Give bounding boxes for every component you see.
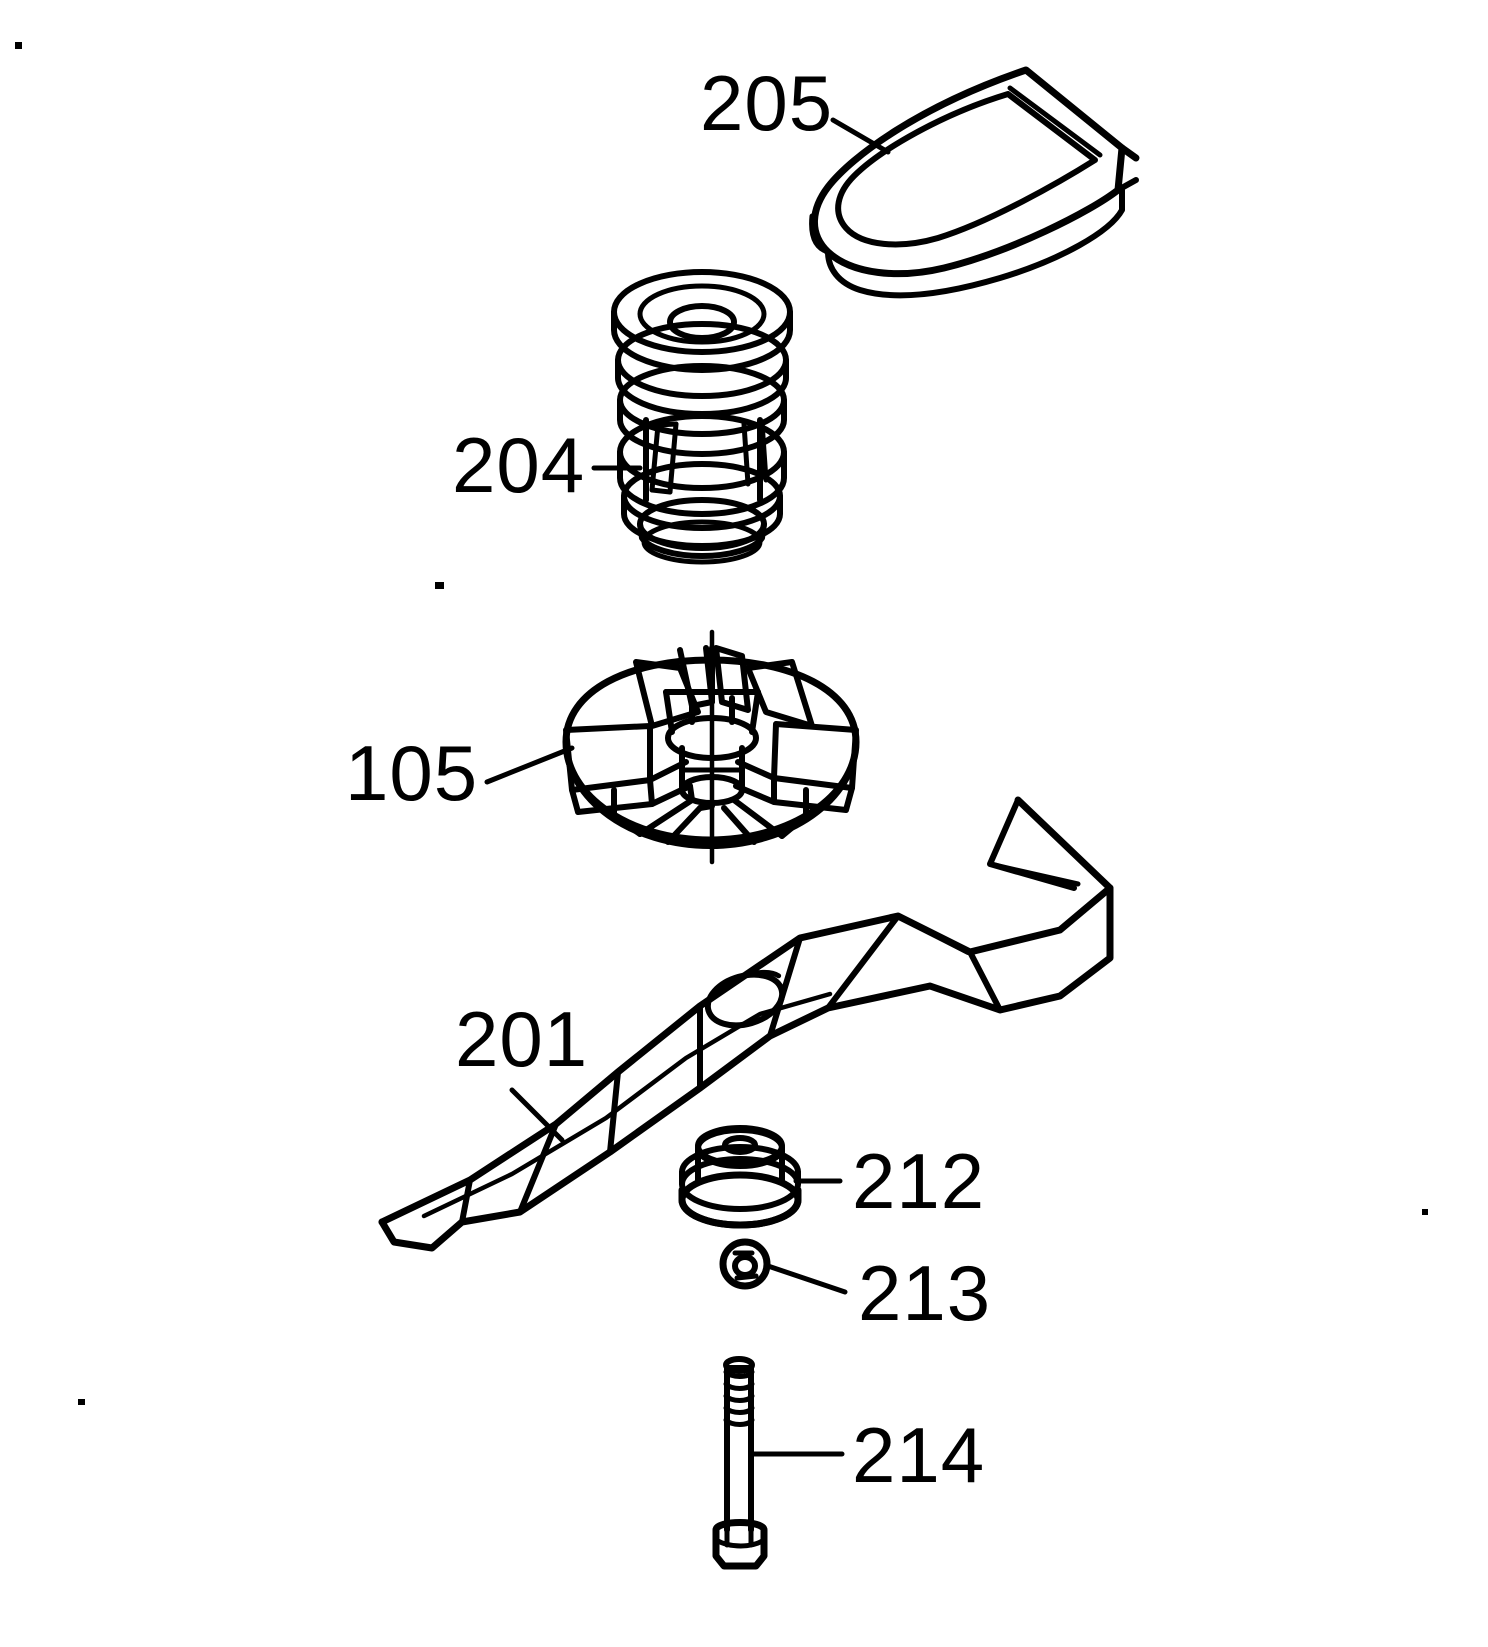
part-204-pulley-spacer (611, 269, 793, 565)
part-201-cutter-blade (378, 796, 1114, 1252)
callout-leader-lines (484, 117, 891, 1457)
callout-label-105: 105 (345, 729, 478, 817)
callout-label-204: 204 (452, 421, 585, 509)
speck-right (1422, 1209, 1428, 1215)
part-205-drive-belt (809, 66, 1140, 299)
part-214-hex-head-bolt (712, 1356, 768, 1570)
callout-numbers: 205 204 105 201 212 213 214 (345, 59, 991, 1499)
leader-201 (509, 1087, 565, 1143)
callout-label-213: 213 (858, 1249, 991, 1337)
callout-label-201: 201 (455, 995, 588, 1083)
scan-artifacts (15, 42, 1428, 1405)
callout-label-205: 205 (700, 59, 833, 147)
part-105-cooling-fan (562, 629, 860, 865)
callout-label-214: 214 (852, 1411, 985, 1499)
leader-213 (765, 1263, 848, 1295)
speck-mid-left (435, 582, 444, 589)
speck-top-left (15, 42, 22, 49)
speck-bottom-left (78, 1399, 85, 1405)
callout-label-212: 212 (852, 1137, 985, 1225)
leader-205 (830, 117, 891, 155)
part-212-blade-adapter-boss (678, 1125, 802, 1229)
leader-105 (484, 745, 575, 785)
